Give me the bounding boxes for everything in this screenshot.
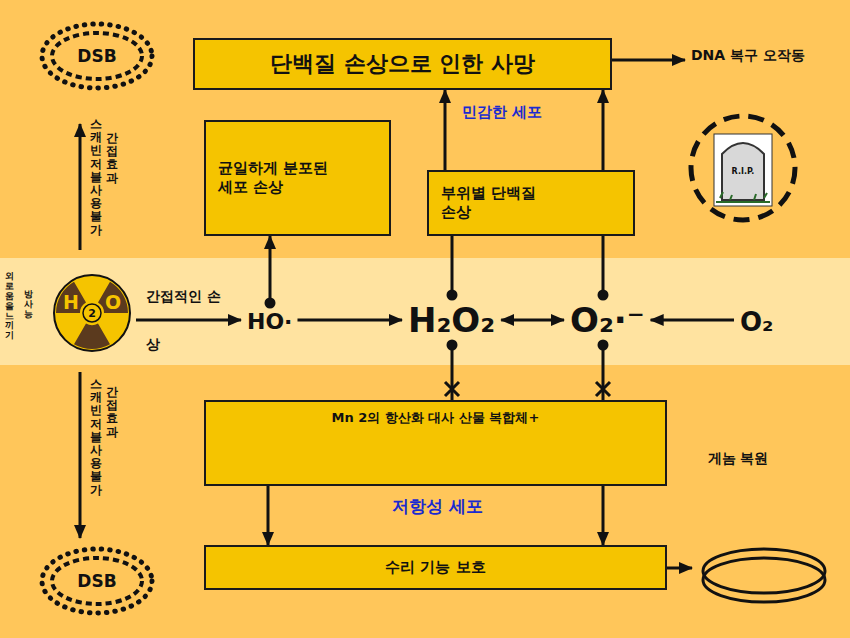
process-box: Mn 2의 항산화 대사 산물 복합체+	[204, 400, 667, 486]
shape-text: O	[105, 293, 121, 312]
shape-text: R.I.P.	[732, 168, 755, 176]
species-label: DNA 복구 오작동	[691, 47, 805, 63]
connector	[603, 90, 604, 170]
box-text: 단백질 손상으로 인한 사망	[270, 50, 535, 79]
connector	[667, 568, 692, 569]
connector	[447, 236, 458, 301]
box-text: 균일하게 분포된 세포 손상	[218, 159, 330, 198]
shape-text: DSB	[77, 573, 116, 590]
box-text: 부위별 단백질 손상	[441, 184, 553, 223]
connector	[612, 60, 685, 61]
connector	[445, 340, 459, 401]
species-label: O₂·⁻	[570, 300, 645, 340]
box-text: Mn 2의 항산화 대사 산물 복합체+	[332, 410, 540, 427]
shape-text: H	[63, 293, 79, 312]
vertical-note: 외로움을 느끼기	[5, 272, 14, 341]
species-label: HO·	[247, 309, 292, 334]
species-text: HO·	[247, 311, 292, 333]
connector	[501, 320, 564, 321]
vertical-note: 스캐빈저블 사용 불가	[90, 118, 102, 237]
edge-label: 간접적인 손상	[146, 272, 230, 368]
connector	[603, 486, 604, 545]
shape-text: DSB	[77, 48, 116, 65]
connector	[598, 236, 609, 301]
connector	[651, 320, 734, 321]
connector	[268, 486, 269, 545]
connector	[596, 340, 610, 401]
group-label: 민감한 세포	[462, 103, 542, 122]
outcome-text: DNA 복구 오작동	[691, 48, 805, 62]
genome-ring-shape	[698, 543, 830, 609]
rip-icon: R.I.P.	[684, 110, 802, 226]
vertical-note: 방사능	[24, 290, 33, 320]
group-label: 저항성 세포	[392, 495, 483, 518]
connector	[445, 90, 446, 170]
species-text: H₂O₂	[408, 303, 495, 337]
connector	[265, 236, 276, 309]
vertical-note: 간접 효과	[106, 132, 118, 185]
process-box: 단백질 손상으로 인한 사망	[193, 38, 612, 90]
process-box: 수리 기능 보호	[204, 545, 667, 590]
box-text: 수리 기능 보호	[385, 558, 485, 578]
species-label: H₂O₂	[408, 300, 495, 340]
species-label: O₂	[740, 307, 774, 337]
process-box: 균일하게 분포된 세포 손상	[204, 120, 391, 236]
species-text: O₂	[740, 309, 774, 335]
vertical-note: 스캐빈저블 사용 불가	[90, 378, 102, 497]
genome-ring: 게놈 복원	[698, 543, 830, 609]
connector	[297, 320, 402, 321]
vertical-note: 간접 효과	[106, 386, 118, 439]
dsb-ellipse: DSB	[37, 545, 157, 617]
shape-text: 2	[88, 308, 96, 319]
connector	[136, 320, 241, 321]
radiation-symbol: H2O	[52, 273, 132, 353]
shape-text: 게놈 복원	[708, 451, 769, 465]
species-text: O₂·⁻	[570, 303, 645, 337]
process-box: 부위별 단백질 손상	[427, 170, 635, 236]
dsb-ellipse: DSB	[37, 20, 157, 92]
